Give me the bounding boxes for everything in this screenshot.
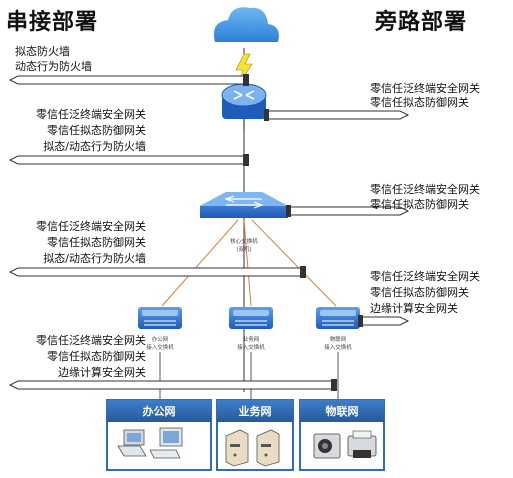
zone-iot-label: 物联网 bbox=[326, 404, 359, 418]
left-label-3a: 零信任泛终端安全网关 bbox=[36, 220, 146, 233]
right-arrow-1 bbox=[264, 109, 410, 121]
printer-icon bbox=[347, 430, 377, 458]
sw-iot-label: 物联网 bbox=[330, 335, 347, 343]
link-business bbox=[243, 219, 252, 307]
sw-office-sublabel: 接入交换机 bbox=[146, 343, 174, 351]
left-label-3c: 拟态/动态行为防火墙 bbox=[43, 252, 146, 265]
title-bypass: 旁路部署 bbox=[375, 10, 468, 35]
link-iot bbox=[251, 219, 337, 307]
left-arrow-1 bbox=[8, 74, 249, 86]
switch-icon bbox=[229, 307, 273, 329]
sw-business-label: 业务网 bbox=[243, 335, 260, 343]
right-label-3a: 零信任泛终端安全网关 bbox=[370, 270, 480, 283]
right-arrow-3 bbox=[358, 315, 410, 327]
zone-office-label: 办公网 bbox=[143, 404, 176, 418]
left-label-4a: 零信任泛终端安全网关 bbox=[36, 334, 146, 347]
title-serial: 串接部署 bbox=[6, 10, 99, 35]
left-arrow-2 bbox=[8, 154, 249, 166]
cloud-icon bbox=[213, 7, 279, 42]
server-icon bbox=[225, 429, 249, 467]
server-icon bbox=[256, 429, 280, 467]
switch-icon bbox=[200, 192, 288, 218]
switch-icon bbox=[138, 307, 182, 329]
left-label-2c: 拟态/动态行为防火墙 bbox=[43, 140, 146, 153]
left-label-4b: 零信任拟态防御网关 bbox=[47, 350, 146, 363]
left-label-4c: 边缘计算安全网关 bbox=[58, 366, 146, 379]
left-label-1a: 拟态防火墙 bbox=[15, 45, 70, 58]
laptop-icon bbox=[117, 429, 147, 457]
sw-office-label: 办公网 bbox=[152, 335, 169, 343]
left-label-3b: 零信任拟态防御网关 bbox=[47, 236, 146, 249]
right-label-1b: 零信任拟态防御网关 bbox=[370, 96, 469, 109]
camera-icon bbox=[313, 433, 341, 459]
router-icon bbox=[221, 83, 267, 131]
right-arrow-2 bbox=[286, 205, 410, 217]
link-office bbox=[161, 219, 239, 307]
right-label-3b: 零信任拟态防御网关 bbox=[370, 286, 469, 299]
zone-business-label: 业务网 bbox=[239, 404, 272, 418]
left-arrow-4 bbox=[8, 379, 337, 391]
core-switch-label: 核心交换机 bbox=[230, 237, 258, 245]
zone-iot bbox=[299, 399, 385, 471]
left-arrow-3 bbox=[8, 266, 306, 278]
right-label-2b: 零信任拟态防御网关 bbox=[370, 198, 469, 211]
right-label-3c: 边缘计算安全网关 bbox=[370, 302, 458, 315]
right-label-2a: 零信任泛终端安全网关 bbox=[370, 183, 480, 196]
sw-iot-sublabel: 接入交换机 bbox=[324, 343, 352, 351]
right-label-1a: 零信任泛终端安全网关 bbox=[370, 82, 480, 95]
core-switch-sublabel: (双机) bbox=[236, 245, 251, 253]
left-label-1b: 动态行为防火墙 bbox=[15, 60, 92, 73]
left-label-2b: 零信任拟态防御网关 bbox=[47, 124, 146, 137]
switch-icon bbox=[316, 307, 360, 329]
monitor-icon bbox=[149, 427, 183, 459]
sw-business-sublabel: 接入交换机 bbox=[237, 343, 265, 351]
left-label-2a: 零信任泛终端安全网关 bbox=[36, 108, 146, 121]
